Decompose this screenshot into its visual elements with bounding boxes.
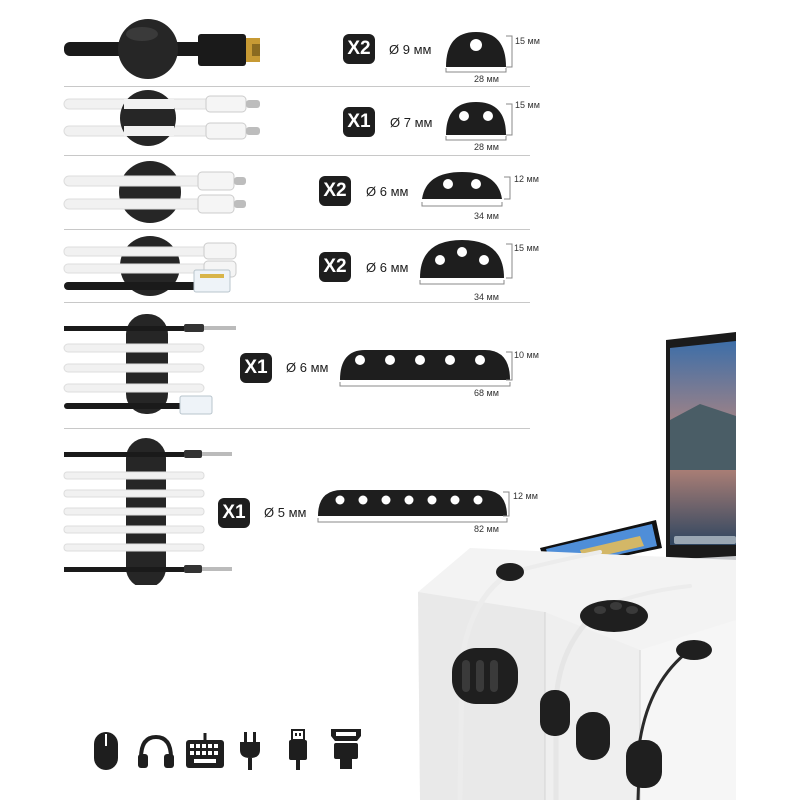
keyboard-icon xyxy=(186,733,224,768)
row-separator xyxy=(64,86,530,87)
width-label: 34 мм xyxy=(474,292,499,302)
clip-with-hdmi-cable xyxy=(64,19,260,79)
clip-with-three-cables xyxy=(63,236,237,296)
mouse-icon xyxy=(94,732,118,770)
row-separator xyxy=(64,302,530,303)
diameter-label: Ø 6 мм xyxy=(366,184,409,199)
height-label: 10 мм xyxy=(514,350,539,360)
height-label: 15 мм xyxy=(515,100,540,110)
hdmi-plug-icon xyxy=(331,729,361,769)
clip-shape-3-slot xyxy=(420,240,504,278)
headphones-icon xyxy=(138,734,174,768)
clip-with-five-cables xyxy=(63,314,236,415)
row-separator xyxy=(64,428,530,429)
power-plug-icon xyxy=(240,732,260,770)
clip-with-two-white-cables xyxy=(63,161,246,223)
clip-with-seven-cables xyxy=(63,438,232,585)
usb-plug-icon xyxy=(289,729,307,770)
width-label: 28 мм xyxy=(474,142,499,152)
diameter-label: Ø 5 мм xyxy=(264,505,307,520)
height-label: 12 мм xyxy=(513,491,538,501)
clip-with-usb-c-cables xyxy=(63,90,260,146)
clip-dimension-drawings xyxy=(317,32,513,523)
diameter-label: Ø 6 мм xyxy=(366,260,409,275)
white-desk xyxy=(418,548,736,800)
quantity-badge: X2 xyxy=(319,252,351,282)
height-label: 12 мм xyxy=(514,174,539,184)
quantity-badge: X1 xyxy=(218,498,250,528)
laptop xyxy=(664,332,736,608)
height-label: 15 мм xyxy=(515,36,540,46)
height-label: 15 мм xyxy=(514,243,539,253)
quantity-badge: X2 xyxy=(343,34,375,64)
desk-scene-photo xyxy=(418,332,736,800)
clip-shape-2-slot-low xyxy=(422,172,502,199)
width-label: 34 мм xyxy=(474,211,499,221)
quantity-badge: X1 xyxy=(343,107,375,137)
diameter-label: Ø 6 мм xyxy=(286,360,329,375)
row-separator xyxy=(64,229,530,230)
row-separator xyxy=(64,155,530,156)
cable-clip-photos xyxy=(63,19,260,585)
quantity-badge: X1 xyxy=(240,353,272,383)
diameter-label: Ø 7 мм xyxy=(390,115,433,130)
clip-shape-5-slot xyxy=(340,350,510,380)
diameter-label: Ø 9 мм xyxy=(389,42,432,57)
width-label: 82 мм xyxy=(474,524,499,534)
width-label: 28 мм xyxy=(474,74,499,84)
width-label: 68 мм xyxy=(474,388,499,398)
quantity-badge: X2 xyxy=(319,176,351,206)
clip-shape-2-slot xyxy=(446,102,506,135)
